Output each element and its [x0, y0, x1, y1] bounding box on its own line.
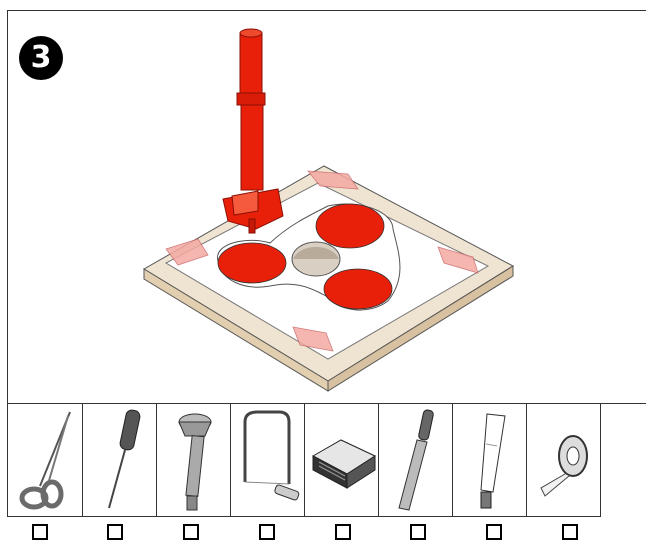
tool-cell-file[interactable]: [378, 404, 453, 517]
tool-cell-glue-tube[interactable]: [452, 404, 527, 517]
illustration-panel: 3: [7, 10, 646, 404]
checkbox-forstner-bit[interactable]: [183, 524, 199, 540]
tool-cell-tape-roll[interactable]: [526, 404, 601, 517]
glue-tube-icon: [453, 404, 528, 517]
drilled-hole-right: [324, 269, 392, 309]
forstner-drill-bit: [223, 29, 283, 233]
forstner-bit-icon: [157, 404, 232, 517]
checkbox-glue-tube[interactable]: [486, 524, 502, 540]
tape-roll-icon: [527, 404, 602, 517]
scissors-icon: [8, 404, 84, 517]
tool-cell-coping-saw[interactable]: [230, 404, 305, 517]
file-icon: [379, 404, 454, 517]
awl-icon: [83, 404, 158, 517]
tool-cell-sanding-block[interactable]: [304, 404, 379, 517]
checkbox-scissors[interactable]: [32, 524, 48, 540]
drilled-hole-left: [218, 243, 286, 283]
tool-cell-scissors[interactable]: [7, 404, 83, 517]
checkbox-coping-saw[interactable]: [259, 524, 275, 540]
checkbox-awl[interactable]: [107, 524, 123, 540]
checkbox-sanding-block[interactable]: [335, 524, 351, 540]
checkbox-file[interactable]: [410, 524, 426, 540]
drilled-hole-top: [316, 204, 384, 248]
step-number-badge: 3: [19, 36, 63, 80]
sanding-block-icon: [305, 404, 380, 517]
tool-cell-awl[interactable]: [82, 404, 157, 517]
coping-saw-icon: [231, 404, 306, 517]
drilling-illustration: [8, 11, 646, 405]
tool-cell-forstner-bit[interactable]: [156, 404, 231, 517]
tool-selection-row: [7, 404, 601, 517]
checkbox-tape-roll[interactable]: [562, 524, 578, 540]
